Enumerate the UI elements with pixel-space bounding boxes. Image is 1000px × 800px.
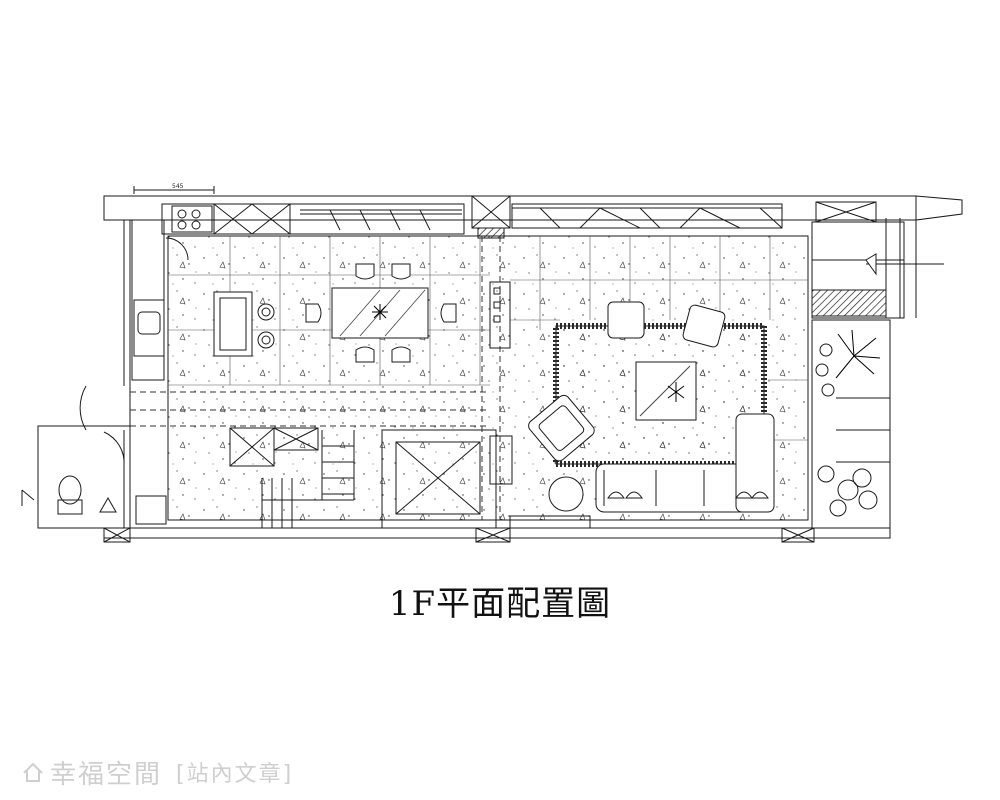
- centerpiece-icon: [372, 304, 388, 320]
- dining-chair: [305, 263, 457, 363]
- armchair: [607, 301, 645, 339]
- house-logo-icon: [23, 762, 43, 782]
- toilet: [58, 475, 82, 505]
- kitchen-counter: [161, 203, 465, 235]
- column: [475, 527, 511, 543]
- lounge-chair: [528, 394, 595, 462]
- palm-plant-icon: [835, 329, 881, 379]
- entrance-ramp: [915, 195, 963, 221]
- column: [781, 527, 815, 543]
- watermark: 幸福空間 [站內文章]: [22, 752, 293, 792]
- planter-strip: [811, 319, 891, 529]
- elevator-shaft: [381, 429, 497, 529]
- shrub-icon: [815, 343, 878, 517]
- sofa-chaise: [735, 413, 775, 513]
- stove-cooktop: [171, 205, 213, 233]
- staircase: [261, 430, 355, 528]
- drawing-title: 1F平面配置圖: [388, 584, 612, 624]
- dimension-label: 545: [172, 183, 184, 190]
- column: [103, 527, 131, 543]
- entry-steps: [811, 289, 887, 317]
- exterior-landing: [811, 221, 905, 319]
- armchair: [682, 304, 726, 348]
- side-table: [548, 476, 584, 512]
- watermark-tag: [站內文章]: [176, 762, 294, 787]
- watermark-brand: 幸福空間: [50, 759, 163, 790]
